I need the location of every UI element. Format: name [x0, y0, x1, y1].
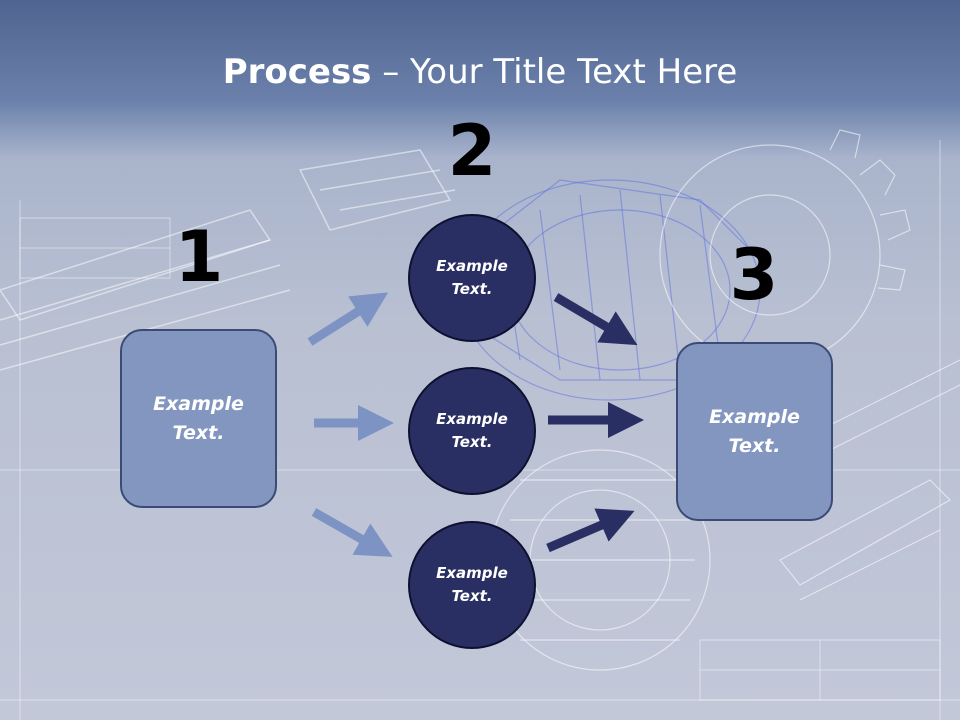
step-3-text: Example Text.	[709, 405, 800, 457]
step-2-circle-middle: Example Text.	[408, 367, 536, 495]
step-number-3: 3	[729, 234, 779, 316]
step-number-1: 1	[174, 216, 224, 298]
title-bold: Process	[222, 52, 372, 92]
arrow-1-to-2-bottom	[311, 508, 393, 557]
title-rest: – Your Title Text Here	[371, 52, 738, 92]
step-2-circle-top-text: Example Text.	[436, 257, 508, 298]
step-2-circle-bottom: Example Text.	[408, 521, 536, 649]
step-3-box: Example Text.	[676, 342, 833, 521]
step-2-circle-top: Example Text.	[408, 214, 536, 342]
arrow-1-to-2-top	[307, 292, 389, 346]
page-title: Process – Your Title Text Here	[0, 52, 960, 92]
step-number-2: 2	[447, 110, 497, 192]
arrow-2-top-to-3	[553, 293, 638, 346]
step-1-box: Example Text.	[120, 329, 277, 508]
step-2-circle-bottom-text: Example Text.	[436, 564, 508, 605]
arrow-2-bottom-to-3	[546, 508, 635, 553]
step-1-text: Example Text.	[153, 392, 244, 444]
step-2-circle-middle-text: Example Text.	[436, 410, 508, 451]
